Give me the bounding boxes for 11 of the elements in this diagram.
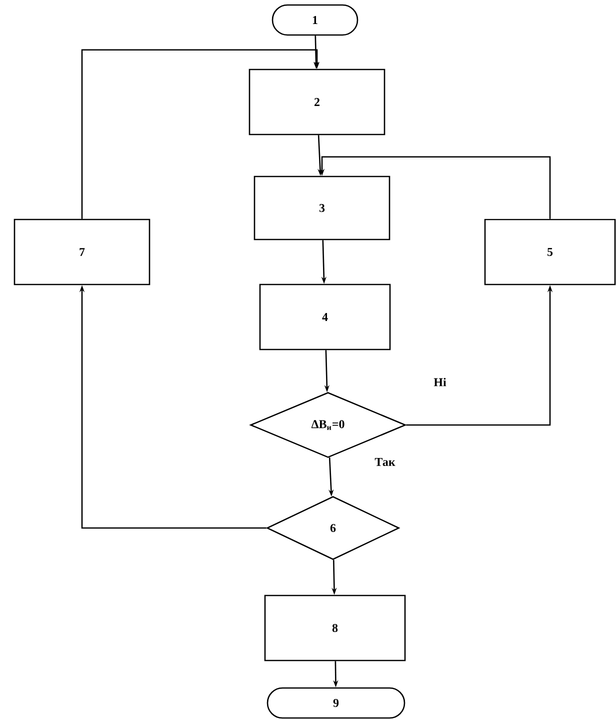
edge-label: Так — [374, 458, 396, 466]
process-box: 4 — [259, 284, 391, 350]
terminal-box: 1 — [272, 4, 358, 36]
process-box: 2 — [248, 68, 386, 136]
process-box: 3 — [254, 176, 390, 240]
terminal-box: 9 — [266, 687, 406, 719]
process-box: 5 — [484, 218, 616, 286]
process-box: 7 — [14, 218, 150, 286]
arrow — [81, 49, 320, 219]
edge-label: Ні — [434, 378, 446, 386]
process-box: 8 — [264, 594, 406, 662]
